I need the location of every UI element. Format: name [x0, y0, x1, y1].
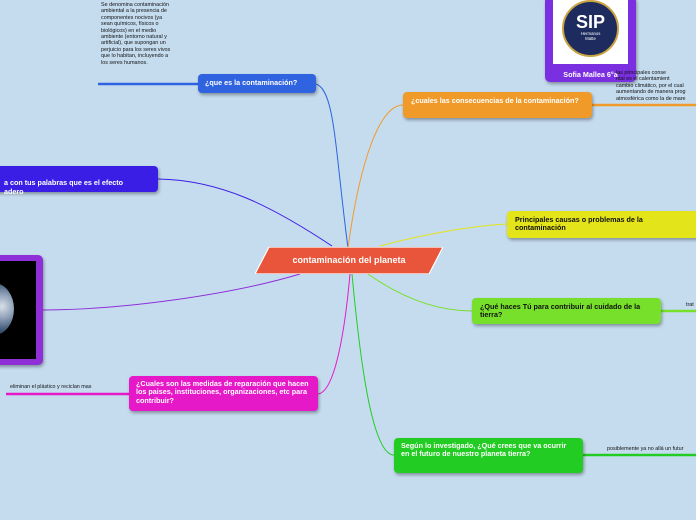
branch-futuro-label: Según lo investigado, ¿Qué crees que va …	[401, 441, 567, 459]
branch-contribuir[interactable]: ¿Qué haces Tú para contribuir al cuidado…	[472, 298, 661, 324]
branch-contribuir-label: ¿Qué haces Tú para contribuir al cuidado…	[480, 302, 641, 320]
earth-image	[0, 261, 36, 359]
note-que-es: Se denomina contaminación ambiental a la…	[101, 2, 171, 66]
branch-medidas-label: ¿Cuales son las medidas de reparación qu…	[136, 379, 309, 405]
branch-que-es-label: ¿que es la contaminación?	[205, 78, 298, 87]
profile-name: Sofia Mallea 6°a	[563, 70, 618, 79]
central-topic[interactable]: contaminación del planeta	[255, 247, 443, 274]
school-logo-subtext: Hermanos Matte	[580, 31, 601, 41]
branch-efecto-label: a con tus palabras que es el efecto ader…	[4, 178, 124, 196]
note-contribuir: trat	[686, 302, 694, 308]
note-consecuencias: las principales conse ntal es el calenta…	[616, 70, 686, 102]
branch-causas[interactable]: Principales causas o problemas de la con…	[507, 211, 696, 238]
note-futuro: posiblemente ya no allá un futur	[607, 446, 684, 452]
branch-consecuencias-label: ¿cuales las consecuencias de la contamin…	[411, 96, 579, 105]
earth-image-card[interactable]	[0, 255, 43, 365]
branch-medidas[interactable]: ¿Cuales son las medidas de reparación qu…	[129, 376, 318, 411]
branch-causas-label: Principales causas o problemas de la con…	[515, 215, 643, 233]
branch-que-es[interactable]: ¿que es la contaminación?	[198, 74, 316, 93]
school-logo-icon: SIP Hermanos Matte	[562, 0, 619, 57]
note-medidas: eliminan el plástico y reciclan mas	[10, 384, 92, 390]
profile-logo-frame: SIP Hermanos Matte	[553, 0, 628, 64]
branch-efecto-invernadero[interactable]: a con tus palabras que es el efecto ader…	[0, 166, 158, 196]
central-topic-label: contaminación del planeta	[292, 255, 406, 265]
school-logo-text: SIP	[575, 12, 605, 32]
branch-consecuencias[interactable]: ¿cuales las consecuencias de la contamin…	[403, 92, 592, 118]
earth-globe-icon	[0, 283, 14, 335]
profile-card[interactable]: SIP Hermanos Matte Sofia Mallea 6°a	[545, 0, 636, 82]
branch-futuro[interactable]: Según lo investigado, ¿Qué crees que va …	[394, 438, 583, 473]
